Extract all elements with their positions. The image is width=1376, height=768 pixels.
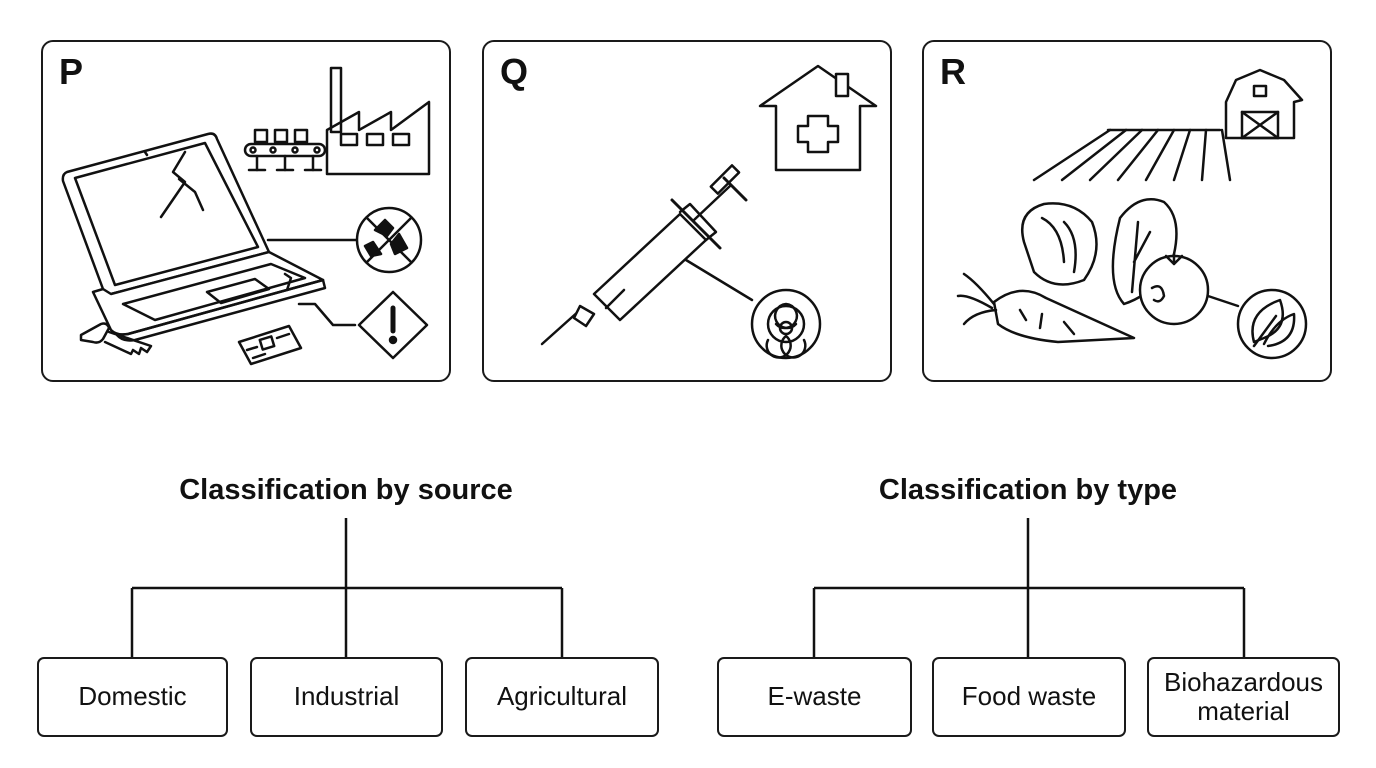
leaf-domestic: Domestic xyxy=(37,657,228,737)
key-icon xyxy=(79,322,153,356)
warning-icon xyxy=(357,290,429,360)
leaf-industrial: Industrial xyxy=(250,657,443,737)
factory-icon xyxy=(325,66,431,176)
panel-letter: P xyxy=(59,51,84,92)
hospital-house-icon xyxy=(758,64,878,172)
vegetables-icon xyxy=(956,198,1210,344)
leaf-e-waste: E-waste xyxy=(717,657,912,737)
syringe-icon xyxy=(540,164,748,346)
panel-letter: R xyxy=(940,51,966,92)
leaf-food-waste: Food waste xyxy=(932,657,1126,737)
leaf-icon xyxy=(1236,288,1308,360)
leaf-agricultural: Agricultural xyxy=(465,657,659,737)
panel-q: Q xyxy=(482,40,892,382)
field-rows-icon xyxy=(1032,128,1232,182)
tree-title-type: Classification by type xyxy=(878,474,1178,506)
panel-r: R xyxy=(922,40,1332,382)
circuit-board-icon xyxy=(237,324,303,366)
leaf-biohazardous-material: Biohazardous material xyxy=(1147,657,1340,737)
panel-letter: Q xyxy=(500,51,529,92)
biohazard-icon xyxy=(750,288,822,360)
barn-icon xyxy=(1224,68,1304,140)
no-recycling-icon xyxy=(355,206,423,274)
panel-p: P xyxy=(41,40,451,382)
conveyor-belt-icon xyxy=(243,128,327,172)
tree-title-source: Classification by source xyxy=(179,474,513,506)
